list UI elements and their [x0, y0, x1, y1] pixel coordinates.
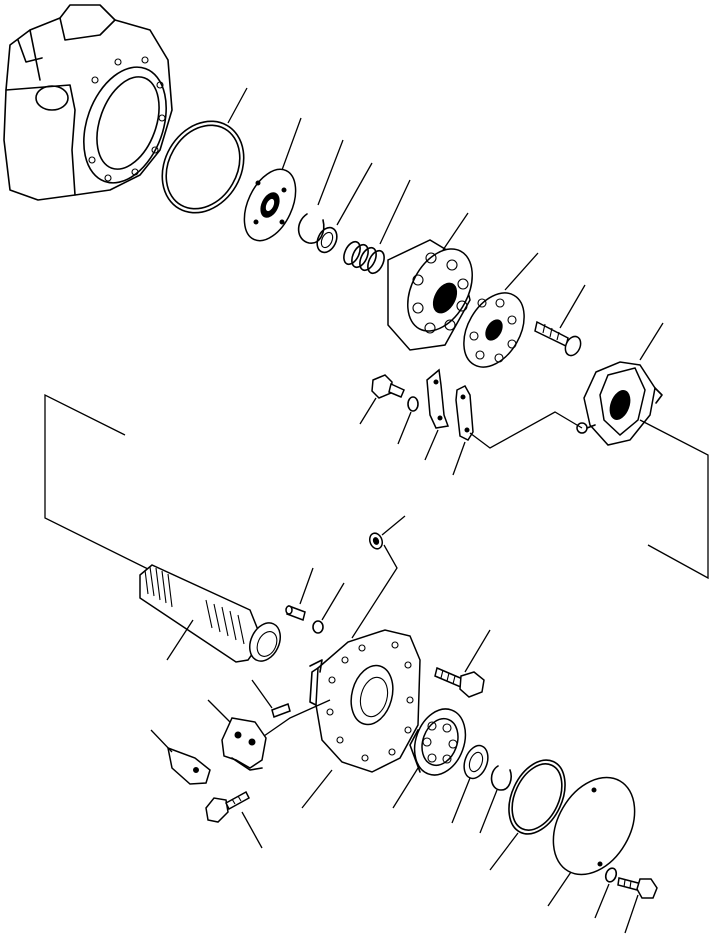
washer-lower [604, 867, 618, 883]
guide-block [167, 746, 211, 785]
plug [368, 532, 384, 550]
small-pin [271, 703, 291, 718]
bracket [221, 717, 267, 771]
small-o-ring [312, 620, 324, 634]
pump-housing [3, 4, 173, 201]
drive-shaft [139, 564, 281, 663]
bearing-plate [243, 168, 297, 242]
cover-bolt [434, 666, 485, 698]
spring [343, 240, 385, 275]
center-pin [534, 320, 582, 357]
large-o-ring [161, 120, 245, 214]
dowel-pin [285, 605, 306, 621]
thrust-washer [316, 226, 338, 254]
cylinder-block [387, 239, 473, 351]
bearing [409, 708, 467, 776]
snap-ring-upper [297, 213, 325, 244]
washer-upper [407, 396, 419, 412]
bolt-upper [371, 374, 405, 399]
retainer-plate [463, 292, 525, 368]
snap-ring-lower [490, 765, 512, 791]
swash-plate [576, 361, 663, 446]
shim-plate-right [455, 385, 474, 441]
connection-lines [44, 393, 709, 639]
bolt-lower [617, 877, 658, 899]
cover-plate [552, 776, 636, 876]
bracket-bolt [205, 790, 250, 823]
shim-plate-left [426, 368, 450, 429]
o-ring-lower [508, 759, 566, 835]
end-cover [309, 629, 421, 773]
shaft-seal-ring [463, 744, 489, 780]
